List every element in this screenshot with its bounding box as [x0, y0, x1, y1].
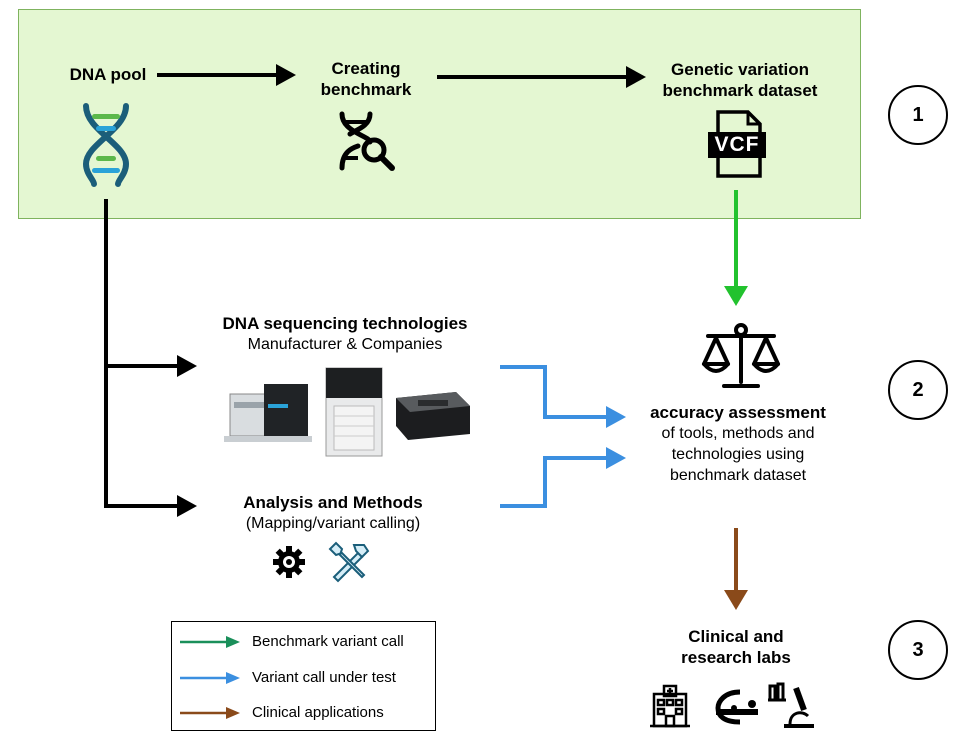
assessment-title: accuracy assessment — [650, 403, 826, 422]
mri-scanner-icon — [715, 689, 758, 725]
creating-benchmark-line2: benchmark — [320, 80, 412, 99]
legend-label-clinical: Clinical applications — [252, 704, 384, 721]
sequencing-label: DNA sequencing technologies Manufacturer… — [198, 313, 492, 355]
analysis-label: Analysis and Methods (Mapping/variant ca… — [214, 492, 452, 534]
legend-label-under-test: Variant call under test — [252, 669, 396, 686]
arrow-analysis-to-assessment — [500, 447, 626, 508]
labs-line2: research labs — [681, 648, 791, 667]
legend-label-benchmark: Benchmark variant call — [252, 633, 404, 650]
microscope-icon — [768, 682, 814, 728]
tools-icon — [328, 541, 370, 583]
benchmark-search-icon — [339, 111, 395, 171]
vcf-label: VCF — [714, 133, 760, 156]
sequencer-machine-2 — [325, 367, 383, 457]
arrow-sequencing-to-assessment — [500, 365, 626, 428]
stage-3-badge: 3 — [888, 620, 948, 680]
sequencer-machine-icons — [224, 367, 470, 457]
legend-item-clinical: Clinical applications — [172, 701, 435, 725]
gear-icon — [273, 546, 305, 578]
legend-item-benchmark: Benchmark variant call — [172, 630, 435, 654]
arrow-benchmark-call — [724, 190, 748, 306]
arrow-clinical-applications — [724, 528, 748, 610]
assessment-line1: of tools, methods and — [661, 425, 815, 442]
dna-pool-label: DNA pool — [69, 65, 147, 84]
labs-line1: Clinical and — [688, 627, 784, 646]
legend-green-arrow-icon — [180, 636, 240, 648]
arrow-dna-to-creating — [157, 64, 296, 86]
sequencing-title: DNA sequencing technologies — [222, 314, 468, 333]
dataset-label: Genetic variation benchmark dataset — [640, 59, 840, 101]
analysis-subtitle: (Mapping/variant calling) — [245, 515, 421, 532]
analysis-title: Analysis and Methods — [243, 493, 423, 512]
legend-brown-arrow-icon — [180, 707, 240, 719]
scales-icon — [702, 323, 780, 388]
sequencer-machine-3 — [396, 392, 470, 440]
sequencer-machine-1 — [224, 384, 312, 442]
dataset-line1: Genetic variation — [671, 60, 809, 79]
legend: Benchmark variant call Variant call unde… — [171, 621, 436, 731]
creating-benchmark-line1: Creating — [331, 59, 401, 78]
sequencing-subtitle: Manufacturer & Companies — [247, 336, 443, 353]
legend-blue-arrow-icon — [180, 672, 240, 684]
legend-item-under-test: Variant call under test — [172, 666, 435, 690]
vcf-file-icon: VCF — [708, 110, 766, 178]
stage-2-badge: 2 — [888, 360, 948, 420]
hospital-icon — [650, 684, 690, 728]
arrow-dna-to-branches — [104, 199, 197, 517]
creating-benchmark-label: Creating benchmark — [306, 58, 426, 100]
benchmark-panel — [18, 9, 861, 219]
assessment-line3: benchmark dataset — [669, 467, 807, 484]
labs-label: Clinical and research labs — [646, 626, 826, 668]
dataset-line2: benchmark dataset — [662, 81, 818, 100]
assessment-line2: technologies using — [671, 446, 805, 463]
arrow-creating-to-dataset — [437, 66, 646, 88]
assessment-label: accuracy assessment of tools, methods an… — [628, 402, 848, 486]
dna-icon — [82, 103, 130, 187]
stage-1-badge: 1 — [888, 85, 948, 145]
